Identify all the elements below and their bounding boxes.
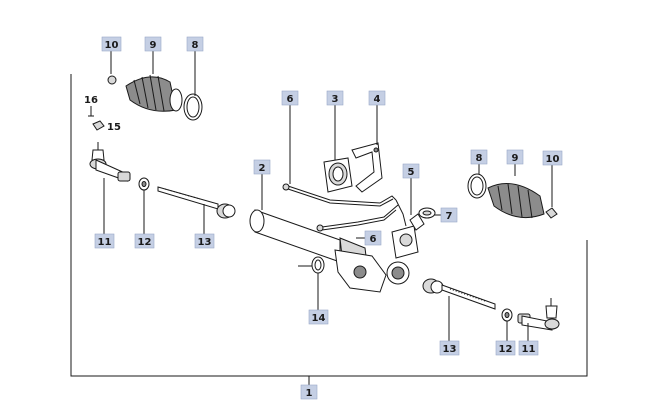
callout-10-left-top: 10 [101, 36, 122, 52]
callout-16: 16 [84, 95, 98, 106]
callout-13-left: 13 [194, 233, 215, 249]
callout-label: 13 [198, 237, 212, 248]
callout-label: 12 [138, 237, 152, 248]
callout-11-left: 11 [94, 233, 115, 249]
callout-7: 7 [440, 207, 458, 223]
callout-15: 15 [107, 122, 121, 133]
callout-label: 1 [306, 388, 313, 399]
callout-label: 13 [443, 344, 457, 355]
right-jam-nut [501, 308, 513, 322]
callout-label: 3 [332, 94, 339, 105]
right-boot-assembly [467, 173, 558, 219]
callout-label: 10 [105, 40, 119, 51]
callout-11-right: 11 [518, 340, 539, 356]
hydraulic-lines [282, 183, 407, 232]
leader-lines [103, 50, 553, 341]
callout-3: 3 [326, 90, 344, 106]
callout-label: 4 [374, 94, 381, 105]
callout-label: 8 [192, 40, 199, 51]
callout-2: 2 [253, 159, 271, 175]
right-inner-tie-rod [422, 278, 496, 310]
mount-clamp [323, 157, 353, 193]
left-jam-nut [138, 177, 150, 191]
left-tie-rod-end [89, 142, 131, 182]
left-inner-tie-rod [157, 186, 236, 219]
small-fasteners [88, 106, 105, 131]
callout-label: 16 [84, 95, 98, 106]
left-boot-assembly [107, 74, 203, 121]
callout-4: 4 [368, 90, 386, 106]
callout-label: 6 [370, 234, 377, 245]
callout-label: 14 [312, 313, 326, 324]
callout-label: 12 [499, 344, 513, 355]
callout-12-left: 12 [134, 233, 155, 249]
callout-label: 7 [446, 211, 453, 222]
callout-8-right: 8 [470, 149, 488, 165]
callout-label: 8 [476, 153, 483, 164]
rack-housing [249, 209, 425, 293]
callout-1: 1 [300, 384, 318, 400]
callout-9-left-top: 9 [144, 36, 162, 52]
right-tie-rod-end [517, 298, 560, 331]
callout-label: 10 [546, 154, 560, 165]
assembly-bracket [70, 74, 588, 385]
callout-12-right: 12 [495, 340, 516, 356]
callout-label: 6 [287, 94, 294, 105]
callout-label: 11 [522, 344, 536, 355]
mount-bracket [351, 142, 383, 193]
callout-label: 15 [107, 122, 121, 133]
callout-9-right: 9 [506, 149, 524, 165]
pinion-seal [418, 207, 436, 219]
callout-label: 5 [408, 167, 415, 178]
callout-10-right: 10 [542, 150, 563, 166]
callout-5: 5 [402, 163, 420, 179]
callout-13-right: 13 [439, 340, 460, 356]
callout-8-left-top: 8 [186, 36, 204, 52]
callout-label: 11 [98, 237, 112, 248]
housing-seal-ring [311, 256, 325, 274]
callout-label: 2 [259, 163, 266, 174]
callout-6-lower: 6 [364, 230, 382, 246]
callout-label: 9 [512, 153, 519, 164]
callout-6-top: 6 [281, 90, 299, 106]
callout-14: 14 [308, 309, 329, 325]
callout-label: 9 [150, 40, 157, 51]
